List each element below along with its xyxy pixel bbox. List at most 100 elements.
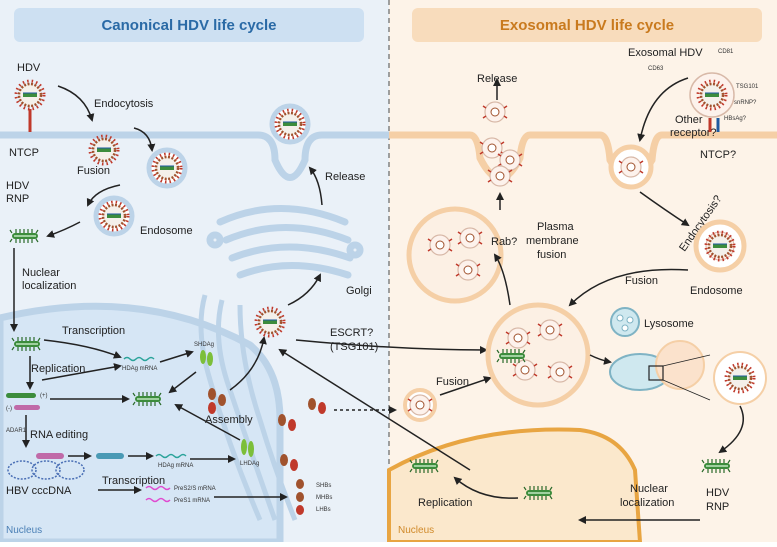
arrow-nucleus-to-mvb bbox=[278, 348, 471, 471]
arrow-exosome-uptake bbox=[637, 77, 689, 142]
pres1-mrna-wave bbox=[145, 497, 171, 503]
lhdag-protein-icon bbox=[241, 439, 247, 455]
hbsag-label: HBsAg? bbox=[724, 116, 747, 122]
fusion-label-right: Fusion bbox=[625, 275, 658, 287]
hbv-cccdna-label: HBV cccDNA bbox=[6, 485, 72, 497]
minus-strand-icon bbox=[14, 405, 40, 410]
hdv-label: HDV bbox=[17, 62, 41, 74]
escrt-label-line2: (TSG101) bbox=[330, 341, 378, 353]
hdv-rnp-right-line2: RNP bbox=[706, 501, 729, 513]
other-receptor-label-line1: Other bbox=[675, 114, 703, 126]
right-title-banner bbox=[412, 8, 762, 42]
transcription-label-top: Transcription bbox=[62, 325, 125, 337]
hbs-proteins-icon bbox=[296, 479, 304, 515]
shdag-protein-icon-2 bbox=[207, 352, 213, 366]
hdv-rnp-label-line1: HDV bbox=[6, 180, 30, 192]
pres2s-mrna-label: PreS2/S mRNA bbox=[174, 486, 216, 492]
shdag-protein-icon bbox=[200, 350, 206, 364]
fusion-label-mid: Fusion bbox=[436, 376, 469, 388]
lhdag-label: LHDAg bbox=[240, 461, 259, 467]
arrow-mvb-to-membrane bbox=[493, 253, 511, 306]
arrow-lhdag-to-rnp bbox=[174, 404, 241, 441]
arrow-to-shdag bbox=[159, 349, 194, 363]
arrow-to-golgi-exit bbox=[287, 273, 321, 306]
hdag-mrna-wave-2 bbox=[155, 453, 187, 459]
edited-genome-icon bbox=[96, 453, 124, 459]
hdag-mrna-label-2: HDAg mRNA bbox=[158, 463, 193, 469]
lhdag-protein-icon-2 bbox=[248, 441, 254, 457]
arrow-fusion-left bbox=[86, 184, 121, 207]
arrow-release-rnp bbox=[46, 221, 81, 238]
arrow-replication-right bbox=[453, 476, 519, 499]
endocytosis-label: Endocytosis bbox=[94, 98, 154, 110]
minus-strand-label: (-) bbox=[6, 406, 12, 412]
other-receptor-label-line2: receptor? bbox=[670, 127, 716, 139]
cd63-label: CD63 bbox=[648, 66, 664, 72]
lysosome-fusion-right bbox=[655, 340, 705, 390]
ntcp-label: NTCP bbox=[9, 147, 39, 159]
fusion-label-left: Fusion bbox=[77, 165, 110, 177]
zoom-lines bbox=[662, 354, 711, 401]
zoom-box bbox=[648, 365, 664, 381]
golgi-label: Golgi bbox=[346, 285, 372, 297]
ntcp-question-label: NTCP? bbox=[700, 149, 736, 161]
arrow-replication-to-mrna bbox=[41, 363, 122, 381]
arrow-transcription-top bbox=[43, 339, 122, 359]
hdag-mrna-wave-1 bbox=[123, 356, 155, 362]
er-hbs-icons bbox=[278, 398, 326, 471]
mhbs-label: MHBs bbox=[316, 495, 332, 501]
edited-antigenome-icon bbox=[36, 453, 64, 459]
nuclear-localization-label-line1: Nuclear bbox=[22, 267, 60, 279]
nuclear-localization-right-line2: localization bbox=[620, 497, 674, 509]
arrow-release-rnp-right bbox=[718, 405, 744, 454]
escrt-label-line1: ESCRT? bbox=[330, 327, 373, 339]
arrow-to-lysosome bbox=[589, 354, 612, 365]
lysosome-label: Lysosome bbox=[644, 318, 694, 330]
release-label-left: Release bbox=[325, 171, 365, 183]
arrow-fusion-mid bbox=[439, 376, 492, 396]
transcription-label-bottom: Transcription bbox=[102, 475, 165, 487]
shdag-label: SHDAg bbox=[194, 342, 214, 348]
lysosome-icon bbox=[610, 307, 640, 337]
hbs-proteins-cytoplasm-icon bbox=[208, 388, 226, 414]
lhbs-label: LHBs bbox=[316, 507, 331, 513]
endoplasmic-reticulum bbox=[198, 294, 298, 521]
release-label-right: Release bbox=[477, 73, 517, 85]
plasma-membrane-fusion-line1: Plasma bbox=[537, 221, 575, 233]
arrow-shdag-to-rnp bbox=[168, 371, 197, 394]
arrow-fusion-right bbox=[568, 268, 689, 307]
arrow-endocytosis bbox=[57, 85, 95, 122]
nucleus-label-right: Nucleus bbox=[398, 525, 434, 536]
plasma-membrane-fusion-line3: fusion bbox=[537, 249, 566, 261]
endosome-label-right: Endosome bbox=[690, 285, 743, 297]
arrow-release-left bbox=[308, 166, 323, 206]
plus-strand-label: (+) bbox=[40, 393, 48, 399]
right-panel-title: Exosomal HDV life cycle bbox=[500, 17, 674, 34]
arrow-escrt bbox=[295, 339, 488, 354]
adar1-label: ADAR1 bbox=[6, 428, 27, 434]
fusing-mvb bbox=[406, 206, 504, 304]
rna-editing-label: RNA editing bbox=[30, 429, 88, 441]
shbs-label: SHBs bbox=[316, 483, 331, 489]
pres1-mrna-label: PreS1 mRNA bbox=[174, 498, 210, 504]
assembly-label: Assembly bbox=[205, 414, 253, 426]
hdv-rnp-right-line1: HDV bbox=[706, 487, 730, 499]
left-plasma-membrane bbox=[0, 131, 389, 181]
hdv-rnp-label-line2: RNP bbox=[6, 193, 29, 205]
arrow-to-endosome bbox=[133, 127, 156, 152]
arrow-assembly-to-golgi bbox=[229, 336, 267, 391]
endosome-label-left: Endosome bbox=[140, 225, 193, 237]
rab-label: Rab? bbox=[491, 236, 517, 248]
left-title-banner bbox=[14, 8, 364, 42]
plus-strand-icon bbox=[6, 393, 36, 398]
nucleus-label-left: Nucleus bbox=[6, 525, 42, 536]
nuclear-localization-right-line1: Nuclear bbox=[630, 483, 668, 495]
exosomal-hdv-label: Exosomal HDV bbox=[628, 47, 703, 59]
replication-label-right: Replication bbox=[418, 497, 472, 509]
hdag-mrna-label-1: HDAg mRNA bbox=[122, 366, 157, 372]
cd81-label: CD81 bbox=[718, 49, 734, 55]
plasma-membrane-fusion-line2: membrane bbox=[526, 235, 579, 247]
hbv-cccdna-icon bbox=[7, 460, 85, 480]
